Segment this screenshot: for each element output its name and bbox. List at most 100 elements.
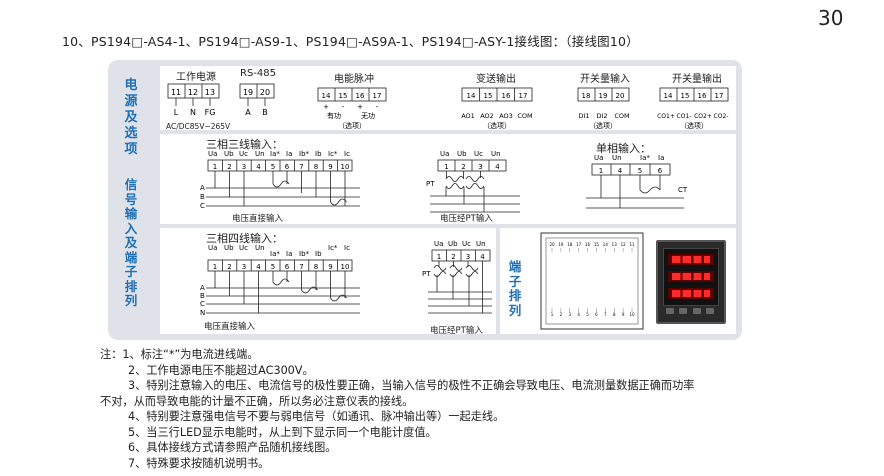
four-wire-header: Ia* [270,250,280,258]
ct-label: CT [678,186,688,194]
three-wire-terminal: 7 [299,163,303,171]
line-label: C [200,202,205,210]
category-signal: 信 号 输 入 及 端 子 排 列 [124,177,138,308]
power-terminals: 11 12 13 L N FG [167,83,220,117]
three-wire-header: Ib [315,150,322,158]
power-title: 工作电源 [176,72,216,83]
front-button [666,308,674,314]
switch-out-pin-label: CO2+ [694,113,712,120]
pulse-terminal-label: 15 [339,92,348,100]
four-wire-terminal: 4 [256,263,261,271]
four-wire-header: Ua [208,244,217,252]
transmit-title: 变送输出 [476,74,516,85]
rs485-pin-label: B [262,108,268,117]
four-wire-header: Un [255,244,265,252]
three-wire-terminal: 3 [242,163,246,171]
power-pin-label: L [174,108,179,117]
rear-terminal-bottom: 7 [604,312,607,317]
pt-terminal: 3 [466,253,470,261]
meter-front-image [656,240,726,324]
three-wire-header: Uc [239,150,248,158]
line-label: A [200,184,205,192]
four-wire-header: Ib [315,250,322,258]
single-header: Un [612,154,622,162]
pt-terminal: 4 [495,163,500,171]
pt-terminal: 2 [451,253,455,261]
rear-terminal-top: 14 [603,242,609,247]
switch-out-terminal-label: 16 [698,92,707,100]
note-line: 2、工作电源电压不能超过AC300V。 [128,363,314,377]
switch-in-terminal-label: 19 [599,92,608,100]
four-wire-terminal: 6 [285,263,290,271]
switch-out-note: （选项） [680,121,708,130]
switch-in-note: （选项） [589,121,617,130]
switch-in-pin-label: COM [614,112,629,120]
led-row-3 [668,288,714,299]
three-wire-title: 三相三线输入： [206,138,283,151]
transmit-terminal-label: 16 [502,92,511,100]
four-wire-header: Ib* [299,250,310,258]
transmit-terminal-label: 17 [519,92,528,100]
rear-terminal-bottom: 6 [595,312,598,317]
figure-heading: 10、PS194□-AS4-1、PS194□-AS9-1、PS194□-AS9A… [62,34,639,49]
rear-terminal-top: 18 [567,242,573,247]
power-terminal-label: 13 [205,88,215,97]
svg-text:+: + [323,103,329,111]
switch-out-terminal-label: 14 [664,92,673,100]
four-wire-header: Ic* [328,244,338,252]
rs485-terminal-label: 20 [260,88,270,97]
three-wire-pt-caption: 电压经PT输入 [440,214,493,224]
four-wire-terminal: 7 [299,263,303,271]
three-wire-header: Ua [208,150,217,158]
three-wire-terminal: 9 [328,163,332,171]
four-wire-terminal: 8 [314,263,318,271]
pt-header: Ub [457,150,467,158]
pulse-terminal-label: 14 [322,92,331,100]
pulse-pin-label: 无功 [361,111,375,120]
rear-terminal-top: 12 [621,242,627,247]
power-terminal-label: 12 [188,88,198,97]
single-header: Ia [658,154,664,162]
wiring-panel: 电 源 及 选 项 信 号 输 入 及 端 子 排 列 工作电源 11 12 1… [108,60,742,340]
notes: 注：1、标注“*”为电流进线端。 2、工作电源电压不能超过AC300V。 3、特… [100,347,800,471]
three-wire-terminal: 2 [227,163,231,171]
power-pin-label: N [190,108,196,117]
switch-out-pin-label: CO2- [714,113,729,120]
rear-terminal-bottom: 9 [622,312,625,317]
power-pin-label: FG [205,108,216,117]
single-header: Ia* [640,154,650,162]
pt-header: Ua [440,150,449,158]
pt-terminal: 1 [444,163,448,171]
single-terminal: 6 [658,167,663,175]
rs485-terminal-label: 19 [243,88,253,97]
rear-terminal-top: 11 [629,242,635,247]
options-box: 工作电源 11 12 13 L N FG AC/DC85V~265V RS-48… [160,66,736,131]
pt-label: PT [422,270,431,278]
front-button [679,308,688,314]
four-wire-title: 三相四线输入： [206,232,283,245]
power-range: AC/DC85V~265V [166,122,231,131]
three-wire-terminal: 1 [213,163,217,171]
four-wire-direct-caption: 电压直接输入 [204,322,256,332]
category-terminals: 端 子 排 列 [508,259,522,318]
rear-terminal-bottom: 5 [586,312,589,317]
rear-terminal-top: 17 [576,242,582,247]
three-wire-terminal: 10 [341,163,350,171]
led-row-1 [668,254,714,265]
switch-out-terminal-label: 15 [681,92,690,100]
power-terminal-label: 11 [171,88,181,97]
three-wire-terminal: 8 [314,163,318,171]
svg-text:-: - [342,103,345,111]
three-wire-header: Ib* [299,150,310,158]
four-wire-pt-diagram: Ua Ub Uc Un 1 2 3 4 PT [422,240,492,314]
rear-terminal-bottom: 10 [629,312,635,317]
single-header: Ua [594,154,603,162]
four-wire-direct-diagram: Ua Ub Uc Un Ia* Ia Ib* Ib Ic* Ic 1 2 3 4 [200,244,360,317]
switch-in-pin-label: DI1 [578,112,589,120]
switch-out-pin-label: CO1+ [657,113,675,120]
three-wire-header: Ic* [328,150,338,158]
three-wire-terminal: 6 [285,163,290,171]
front-button [692,308,701,314]
three-wire-header: Ub [224,150,234,158]
